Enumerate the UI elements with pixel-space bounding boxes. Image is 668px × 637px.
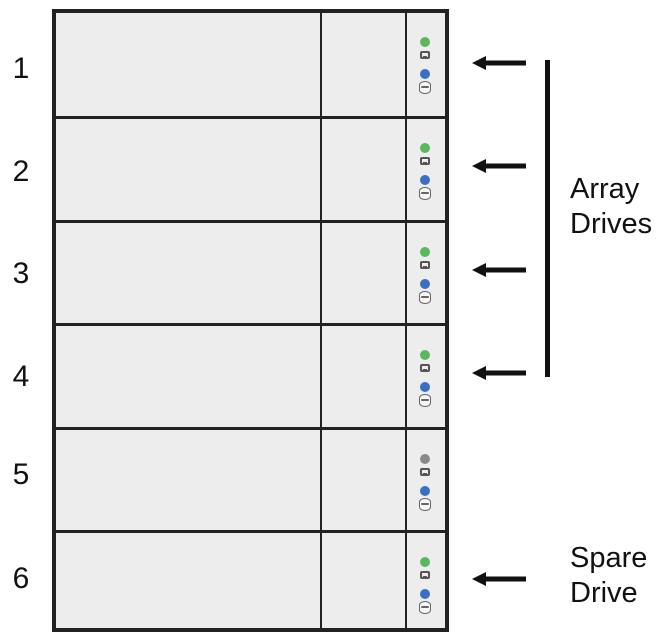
hard-disk-icon [419, 81, 431, 94]
led-strip [407, 430, 445, 530]
drive-tray-icon [420, 51, 430, 59]
drive-bay-4[interactable] [56, 326, 445, 430]
drive-bay-panel [56, 223, 322, 323]
drive-bay-6[interactable] [56, 533, 445, 628]
slot-number-3: 3 [12, 257, 30, 290]
status-led-icon [420, 37, 430, 47]
activity-led-icon [420, 589, 430, 599]
arrow-left-icon [472, 366, 526, 380]
slot-number-2: 2 [12, 155, 30, 188]
drive-bay-panel [56, 13, 322, 116]
activity-led-icon [420, 69, 430, 79]
drive-bay-handle [322, 119, 407, 220]
spare-label-line-2: Drive [570, 577, 638, 609]
status-led-icon [420, 143, 430, 153]
slot-number-4: 4 [12, 360, 30, 393]
hard-disk-icon [419, 498, 431, 511]
drive-bay-5[interactable] [56, 430, 445, 533]
drive-bay-handle [322, 223, 407, 323]
drive-bay-handle [322, 13, 407, 116]
array-group-bracket [545, 60, 550, 377]
activity-led-icon [420, 382, 430, 392]
led-strip [407, 326, 445, 427]
drive-bay-panel [56, 430, 322, 530]
drive-bay-2[interactable] [56, 119, 445, 223]
arrow-left-icon [472, 263, 526, 277]
status-led-icon [420, 557, 430, 567]
hard-disk-icon [419, 187, 431, 200]
drive-tray-icon [420, 571, 430, 579]
drive-bay-1[interactable] [56, 13, 445, 119]
drive-enclosure [52, 9, 449, 632]
drive-bay-handle [322, 326, 407, 427]
drive-bay-panel [56, 119, 322, 220]
drive-bay-panel [56, 533, 322, 628]
hard-disk-icon [419, 291, 431, 304]
slot-number-5: 5 [12, 458, 30, 491]
array-label-line-1: Array [570, 173, 640, 205]
drive-bay-panel [56, 326, 322, 427]
arrow-left-icon [472, 572, 526, 586]
led-strip [407, 119, 445, 220]
led-strip [407, 13, 445, 116]
slot-number-1: 1 [12, 52, 30, 85]
drive-bay-handle [322, 430, 407, 530]
activity-led-icon [420, 175, 430, 185]
status-led-icon [420, 350, 430, 360]
status-led-icon [420, 454, 430, 464]
arrow-left-icon [472, 56, 526, 70]
status-led-icon [420, 247, 430, 257]
drive-tray-icon [420, 364, 430, 372]
hard-disk-icon [419, 601, 431, 614]
drive-bay-handle [322, 533, 407, 628]
spare-drive-label: Spare Drive [570, 541, 647, 611]
hard-disk-icon [419, 394, 431, 407]
activity-led-icon [420, 279, 430, 289]
array-label-line-2: Drives [570, 208, 653, 240]
led-strip [407, 223, 445, 323]
array-drives-label: Array Drives [570, 172, 652, 242]
slot-number-6: 6 [12, 562, 30, 595]
arrow-left-icon [472, 159, 526, 173]
spare-label-line-1: Spare [570, 542, 648, 574]
activity-led-icon [420, 486, 430, 496]
drive-tray-icon [420, 261, 430, 269]
led-strip [407, 533, 445, 628]
drive-bay-3[interactable] [56, 223, 445, 326]
drive-tray-icon [420, 468, 430, 476]
drive-tray-icon [420, 157, 430, 165]
